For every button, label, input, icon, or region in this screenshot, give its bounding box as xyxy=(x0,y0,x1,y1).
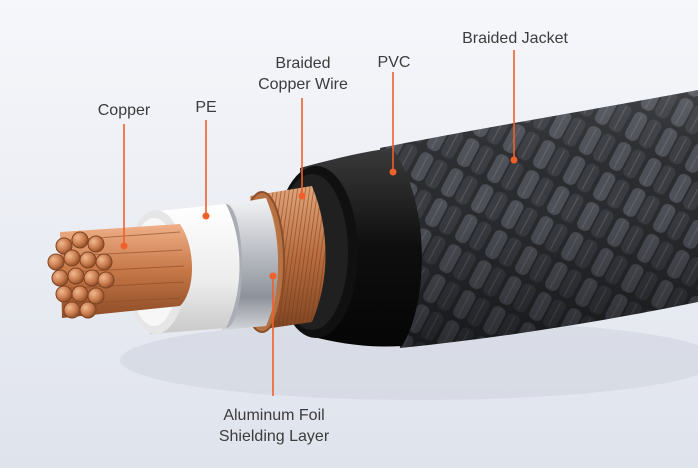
label-pe: PE xyxy=(195,99,217,116)
label-braided-copper-wire: Braided Copper Wire xyxy=(248,53,358,95)
cable-shadow xyxy=(120,320,698,400)
label-braided-copper-wire-line2: Copper Wire xyxy=(258,76,348,93)
braided-jacket-layer xyxy=(380,90,698,348)
label-aluminum-foil: Aluminum Foil Shielding Layer xyxy=(208,405,340,447)
label-braided-copper-wire-line1: Braided xyxy=(275,55,331,72)
label-copper: Copper xyxy=(97,102,151,119)
leader-braided-copper-wire xyxy=(298,98,306,200)
label-aluminum-foil-line1: Aluminum Foil xyxy=(223,407,325,424)
label-braided-jacket: Braided Jacket xyxy=(462,30,568,47)
leader-lines xyxy=(120,50,518,396)
copper-core xyxy=(47,224,192,319)
leader-braided-jacket xyxy=(510,50,518,164)
leader-copper xyxy=(120,124,128,250)
leader-pvc xyxy=(389,72,397,176)
leader-pe xyxy=(202,120,210,220)
label-aluminum-foil-line2: Shielding Layer xyxy=(218,428,330,445)
label-pvc: PVC xyxy=(377,54,411,71)
leader-aluminum-foil xyxy=(269,272,277,396)
